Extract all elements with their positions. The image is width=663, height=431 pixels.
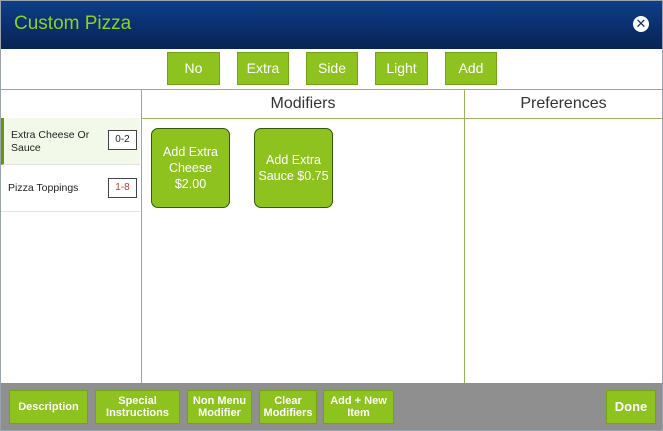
group-count-badge: 0-2 xyxy=(108,130,137,150)
add-extra-cheese-tile[interactable]: Add Extra Cheese $2.00 xyxy=(151,128,230,208)
preferences-heading: Preferences xyxy=(520,95,607,112)
no-button[interactable]: No xyxy=(167,52,220,85)
group-pizza-toppings[interactable]: Pizza Toppings 1-8 xyxy=(1,165,140,212)
special-instructions-button[interactable]: Special Instructions xyxy=(95,390,180,424)
header-divider xyxy=(1,89,662,90)
extra-button[interactable]: Extra xyxy=(237,52,289,85)
group-extra-cheese-or-sauce[interactable]: Extra Cheese Or Sauce 0-2 xyxy=(1,118,140,165)
close-icon[interactable]: ✕ xyxy=(633,16,649,32)
clear-modifiers-button[interactable]: Clear Modifiers xyxy=(259,390,317,424)
add-new-item-button[interactable]: Add + New Item xyxy=(323,390,394,424)
modifiers-heading: Modifiers xyxy=(270,95,336,112)
description-button[interactable]: Description xyxy=(9,390,88,424)
dialog-title: Custom Pizza xyxy=(14,13,132,34)
non-menu-modifier-button[interactable]: Non Menu Modifier xyxy=(187,390,252,424)
column-head-divider xyxy=(141,118,662,119)
modifier-type-bar: No Extra Side Light Add xyxy=(1,49,662,89)
add-extra-sauce-tile[interactable]: Add Extra Sauce $0.75 xyxy=(254,128,333,208)
group-label: Extra Cheese Or Sauce xyxy=(11,129,90,154)
group-count-badge: 1-8 xyxy=(108,178,137,198)
title-bar: Custom Pizza ✕ xyxy=(1,1,662,49)
preferences-divider xyxy=(464,89,465,383)
side-button[interactable]: Side xyxy=(306,52,358,85)
group-label: Pizza Toppings xyxy=(8,182,79,194)
left-panel-divider xyxy=(141,89,142,383)
add-button[interactable]: Add xyxy=(445,52,497,85)
done-button[interactable]: Done xyxy=(606,390,656,424)
light-button[interactable]: Light xyxy=(375,52,428,85)
